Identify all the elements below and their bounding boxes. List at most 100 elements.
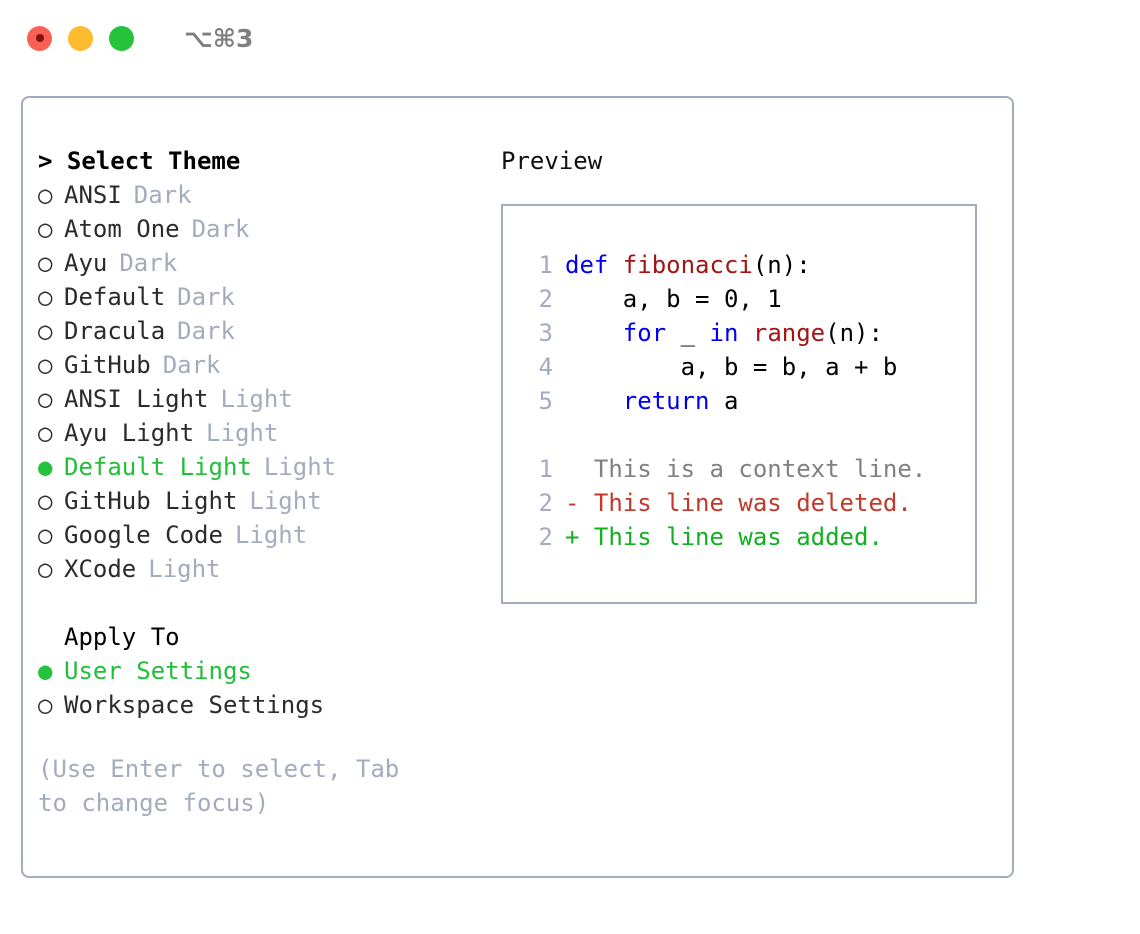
theme-list-item-tag: Light	[206, 419, 279, 447]
theme-list-item-tag: Light	[249, 487, 322, 515]
radio-unselected-icon[interactable]: ○	[38, 317, 53, 345]
code-token-keyword: return	[622, 387, 710, 415]
theme-list-item-label: XCode	[64, 555, 137, 583]
theme-list-item[interactable]: ○ Default Dark	[38, 280, 498, 314]
keyboard-shortcut-label: ⌥⌘3	[184, 23, 254, 53]
traffic-light-buttons	[27, 25, 134, 51]
preview-heading: Preview	[501, 147, 603, 175]
theme-list-item-label: Ayu Light	[64, 419, 195, 447]
radio-unselected-icon[interactable]: ○	[38, 351, 53, 379]
apply-to-item-label: Workspace Settings	[64, 691, 325, 719]
code-line: 1 def fibonacci(n):	[523, 248, 975, 282]
code-line: 4 a, b = b, a + b	[523, 350, 975, 384]
apply-to-item[interactable]: ○ Workspace Settings	[38, 688, 498, 722]
theme-list-item[interactable]: ○ ANSI Light Light	[38, 382, 498, 416]
diff-line-text: This line was added.	[579, 523, 883, 551]
theme-list-item-label: Google Code	[64, 521, 223, 549]
close-window-icon[interactable]	[27, 25, 52, 51]
theme-list-item-tag: Dark	[133, 181, 192, 209]
code-token-keyword: for	[622, 319, 667, 347]
theme-list-item[interactable]: ○ ANSI Dark	[38, 178, 498, 212]
theme-list-item-label: Default	[64, 283, 166, 311]
theme-list-item-label: ANSI Light	[64, 385, 209, 413]
radio-unselected-icon[interactable]: ○	[38, 385, 53, 413]
diff-line: 1 This is a context line.	[523, 452, 975, 486]
code-token-keyword: def	[565, 251, 623, 279]
theme-list-item-tag: Dark	[162, 351, 221, 379]
code-line: 2 a, b = 0, 1	[523, 282, 975, 316]
radio-unselected-icon[interactable]: ○	[38, 487, 53, 515]
theme-list-item-label: ANSI	[64, 181, 122, 209]
code-token-plain: _	[666, 319, 710, 347]
minimize-window-icon[interactable]	[68, 25, 93, 51]
window-titlebar: ⌥⌘3	[0, 0, 1140, 76]
code-token-plain	[738, 319, 752, 347]
code-token-function: fibonacci	[622, 251, 753, 279]
diff-line: 2+ This line was added.	[523, 520, 975, 554]
code-line-number: 1	[538, 251, 553, 279]
code-line-number: 3	[538, 319, 553, 347]
code-line-number: 2	[538, 285, 553, 313]
theme-list-item-label: Dracula	[64, 317, 166, 345]
theme-list-item[interactable]: ○ Ayu Light Light	[38, 416, 498, 450]
section-spacer	[38, 586, 498, 620]
diff-line-number: 2	[538, 489, 553, 517]
radio-unselected-icon[interactable]: ○	[38, 181, 53, 209]
maximize-window-icon[interactable]	[109, 25, 134, 51]
code-line-text: def fibonacci(n):	[565, 248, 811, 282]
code-token-plain: a, b = b, a + b	[565, 353, 898, 381]
radio-unselected-icon[interactable]: ○	[38, 283, 53, 311]
diff-line-number: 1	[538, 455, 553, 483]
apply-to-heading: Apply To	[64, 623, 180, 651]
code-line-number: 5	[538, 387, 553, 415]
theme-list-item-tag: Light	[263, 453, 337, 481]
code-line: 5 return a	[523, 384, 975, 418]
theme-list-item-label: Ayu	[64, 249, 108, 277]
code-line-text: a, b = 0, 1	[565, 282, 782, 316]
theme-list-item[interactable]: ○ Dracula Dark	[38, 314, 498, 348]
code-token-plain	[565, 387, 623, 415]
code-diff-separator	[523, 418, 975, 452]
diff-line-text: This is a context line.	[579, 455, 927, 483]
diff-line-text: This line was deleted.	[579, 489, 912, 517]
theme-list-item-tag: Dark	[177, 283, 235, 311]
code-token-plain: (n):	[825, 319, 883, 347]
radio-unselected-icon[interactable]: ○	[38, 555, 53, 583]
diff-line-sign	[565, 452, 579, 486]
code-line-number: 4	[538, 353, 553, 381]
theme-list-item-label: Atom One	[64, 215, 180, 243]
theme-list-item[interactable]: ○ Ayu Dark	[38, 246, 498, 280]
apply-to-list[interactable]: ●User Settings ○ Workspace Settings	[38, 654, 498, 722]
code-line-text: for _ in range(n):	[565, 316, 883, 350]
theme-list-item-tag: Light	[220, 385, 293, 413]
diff-line-number: 2	[538, 523, 553, 551]
radio-unselected-icon[interactable]: ○	[38, 419, 53, 447]
code-token-plain: a	[709, 387, 739, 415]
keyboard-hint-text: (Use Enter to select, Tab to change focu…	[38, 755, 414, 817]
radio-unselected-icon[interactable]: ○	[38, 215, 53, 243]
theme-list-item[interactable]: ● Default Light Light	[38, 450, 498, 484]
radio-selected-icon[interactable]: ●	[38, 657, 53, 685]
radio-unselected-icon[interactable]: ○	[38, 521, 53, 549]
radio-unselected-icon[interactable]: ○	[38, 691, 53, 719]
radio-selected-icon[interactable]: ●	[38, 453, 53, 481]
apply-to-item[interactable]: ●User Settings	[38, 654, 498, 688]
radio-unselected-icon[interactable]: ○	[38, 249, 53, 277]
theme-list-item[interactable]: ○ GitHub Dark	[38, 348, 498, 382]
theme-list-item-label: GitHub	[64, 351, 151, 379]
theme-list-item-label: Default Light	[64, 453, 252, 481]
code-token-plain: a, b = 0, 1	[565, 285, 782, 313]
theme-list-item-tag: Dark	[177, 317, 235, 345]
theme-list-item-tag: Dark	[119, 249, 178, 277]
